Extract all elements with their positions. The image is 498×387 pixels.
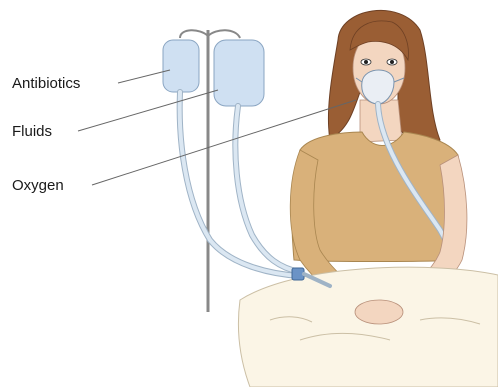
fluids-label: Fluids [12,123,52,140]
antibiotics-label: Antibiotics [12,75,80,92]
fluids-tube [235,106,300,272]
left-pupil [364,60,368,64]
hands [355,300,403,324]
bed-sheet [238,267,498,387]
oxygen-label: Oxygen [12,177,64,194]
antibiotics-leader [118,70,170,83]
iv-hooks [180,30,240,38]
fluids-leader [78,90,218,131]
antibiotics-bag [163,40,199,92]
fluids-bag [214,40,264,106]
right-pupil [390,60,394,64]
